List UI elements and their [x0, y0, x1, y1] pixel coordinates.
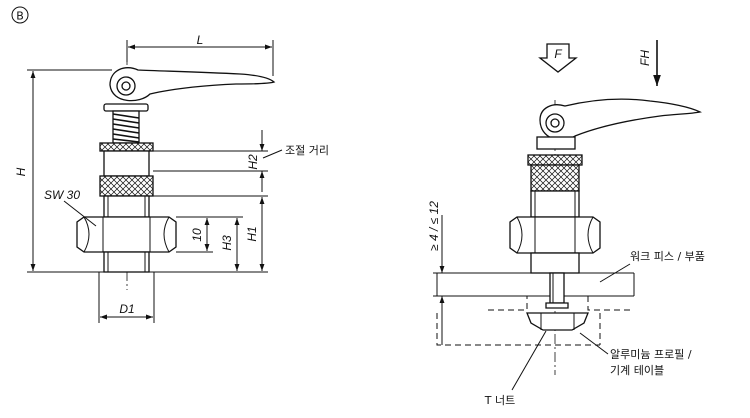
view-label-badge: B — [11, 6, 29, 24]
svg-text:조절 거리: 조절 거리 — [285, 144, 329, 157]
dim-H3: H3 — [176, 216, 243, 271]
left-spring — [112, 110, 140, 144]
svg-text:기계 테이블: 기계 테이블 — [610, 364, 664, 377]
workpiece — [436, 272, 635, 297]
dim-H1: H1 — [149, 195, 268, 273]
callout-t-nut: T 너트 — [484, 330, 547, 407]
svg-text:H: H — [14, 167, 28, 176]
left-knurl-top — [99, 142, 154, 152]
dim-H: H — [14, 69, 112, 273]
callout-workpiece: 워크 피스 / 부품 — [599, 250, 705, 283]
svg-text:알루미늄 프로필 /: 알루미늄 프로필 / — [610, 347, 692, 361]
left-lever — [103, 67, 276, 112]
left-lower-thread — [103, 251, 150, 273]
aluminium-profile — [436, 296, 630, 346]
dim-thickness-range: ≥ 4 / ≤ 12 — [427, 201, 480, 345]
right-lower-thread — [530, 252, 580, 274]
svg-text:H1: H1 — [245, 226, 259, 241]
dim-L: L — [126, 33, 274, 76]
svg-text:L: L — [197, 33, 204, 47]
svg-text:T 너트: T 너트 — [484, 394, 515, 407]
svg-text:SW 30: SW 30 — [44, 188, 80, 202]
svg-text:F: F — [554, 47, 562, 61]
right-lever — [536, 98, 702, 150]
svg-text:H2: H2 — [246, 154, 260, 170]
svg-text:D1: D1 — [119, 302, 134, 316]
dim-10: 10 — [176, 218, 213, 253]
svg-text:10: 10 — [190, 228, 204, 242]
right-knurl-bottom — [530, 164, 580, 192]
callout-profile: 알루미늄 프로필 / 기계 테이블 — [579, 332, 692, 377]
right-knurl-top — [527, 154, 583, 166]
dim-H2: H2 조절 거리 — [153, 130, 329, 192]
force-F-arrow: F — [538, 43, 578, 73]
left-hex-nut — [76, 216, 177, 253]
svg-text:B: B — [16, 10, 24, 23]
dim-D1: D1 — [98, 272, 155, 323]
right-thread-sleeve — [530, 190, 580, 218]
t-nut — [526, 312, 589, 331]
left-thread-sleeve — [103, 195, 150, 218]
svg-text:≥ 4 / ≤ 12: ≥ 4 / ≤ 12 — [427, 201, 441, 251]
left-body — [103, 150, 150, 177]
left-knurl-bottom — [99, 175, 154, 197]
svg-text:워크 피스 / 부품: 워크 피스 / 부품 — [630, 250, 705, 263]
plunger-pin — [545, 272, 569, 309]
right-hex-nut — [509, 216, 601, 254]
svg-text:H3: H3 — [220, 235, 234, 251]
svg-text:FH: FH — [638, 50, 652, 66]
force-FH-arrow: FH — [638, 40, 661, 86]
left-view: L H SW 30 D1 H2 조절 거리 — [14, 33, 329, 323]
right-view: F FH — [427, 40, 705, 407]
dim-SW30: SW 30 — [44, 188, 97, 227]
